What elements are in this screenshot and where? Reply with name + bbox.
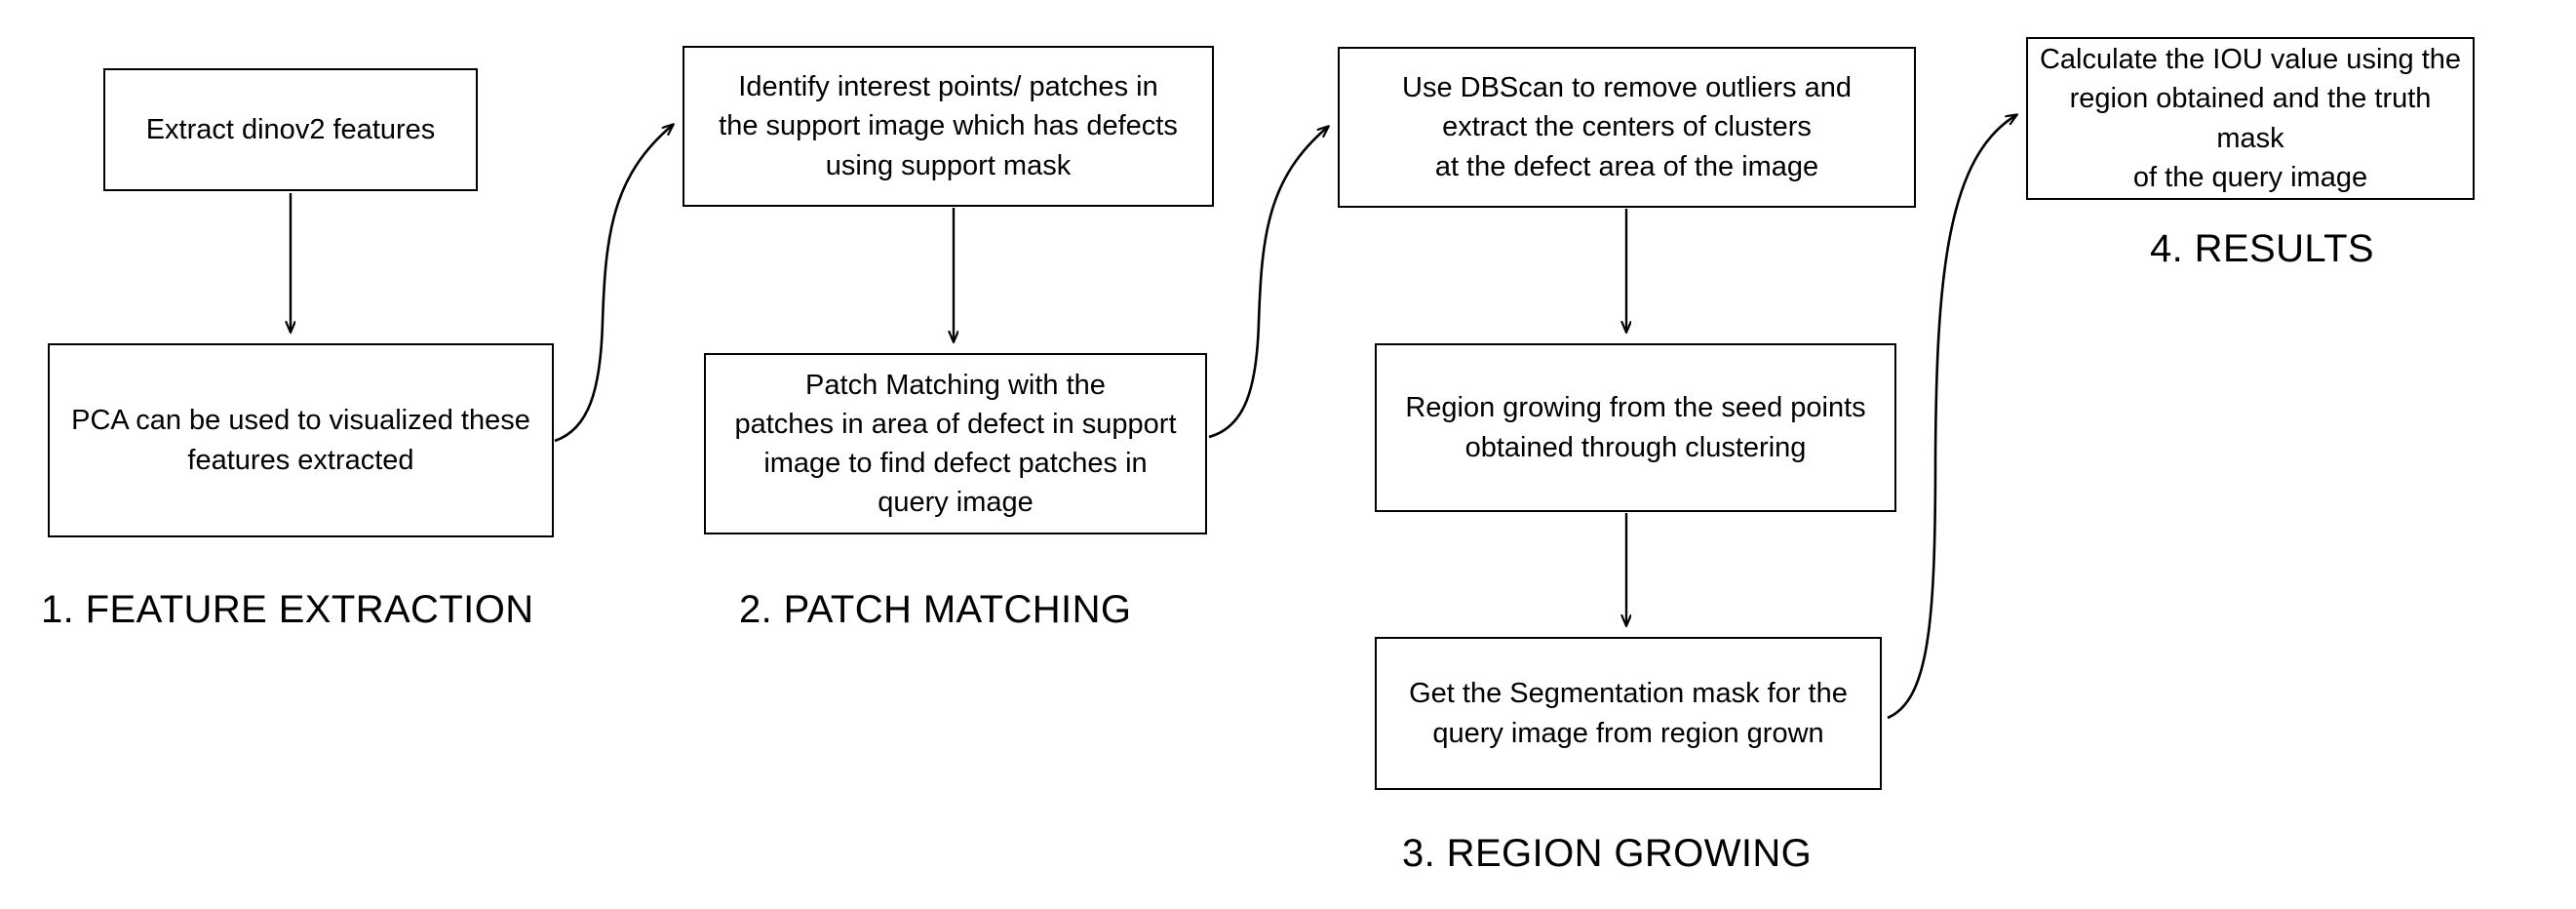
stage-caption-patch-matching: 2. PATCH MATCHING (739, 588, 1132, 631)
stage-caption-feature-extraction: 1. FEATURE EXTRACTION (41, 588, 534, 631)
node-identify-interest-points[interactable]: Identify interest points/ patches in the… (683, 46, 1214, 207)
node-extract-dinov2[interactable]: Extract dinov2 features (103, 68, 478, 191)
node-dbscan[interactable]: Use DBScan to remove outliers and extrac… (1338, 47, 1916, 208)
edge-patchmatch-to-dbscan (1208, 127, 1328, 439)
node-iou[interactable]: Calculate the IOU value using the region… (2026, 37, 2475, 200)
stage-caption-region-growing: 3. REGION GROWING (1402, 832, 1813, 875)
node-segmentation-mask[interactable]: Get the Segmentation mask for the query … (1375, 637, 1882, 790)
node-pca[interactable]: PCA can be used to visualized these feat… (48, 343, 554, 537)
node-region-growing[interactable]: Region growing from the seed points obta… (1375, 343, 1896, 512)
node-patch-matching[interactable]: Patch Matching with the patches in area … (704, 353, 1207, 534)
stage-caption-results: 4. RESULTS (2150, 227, 2374, 270)
edge-pca-to-identify (554, 125, 673, 443)
